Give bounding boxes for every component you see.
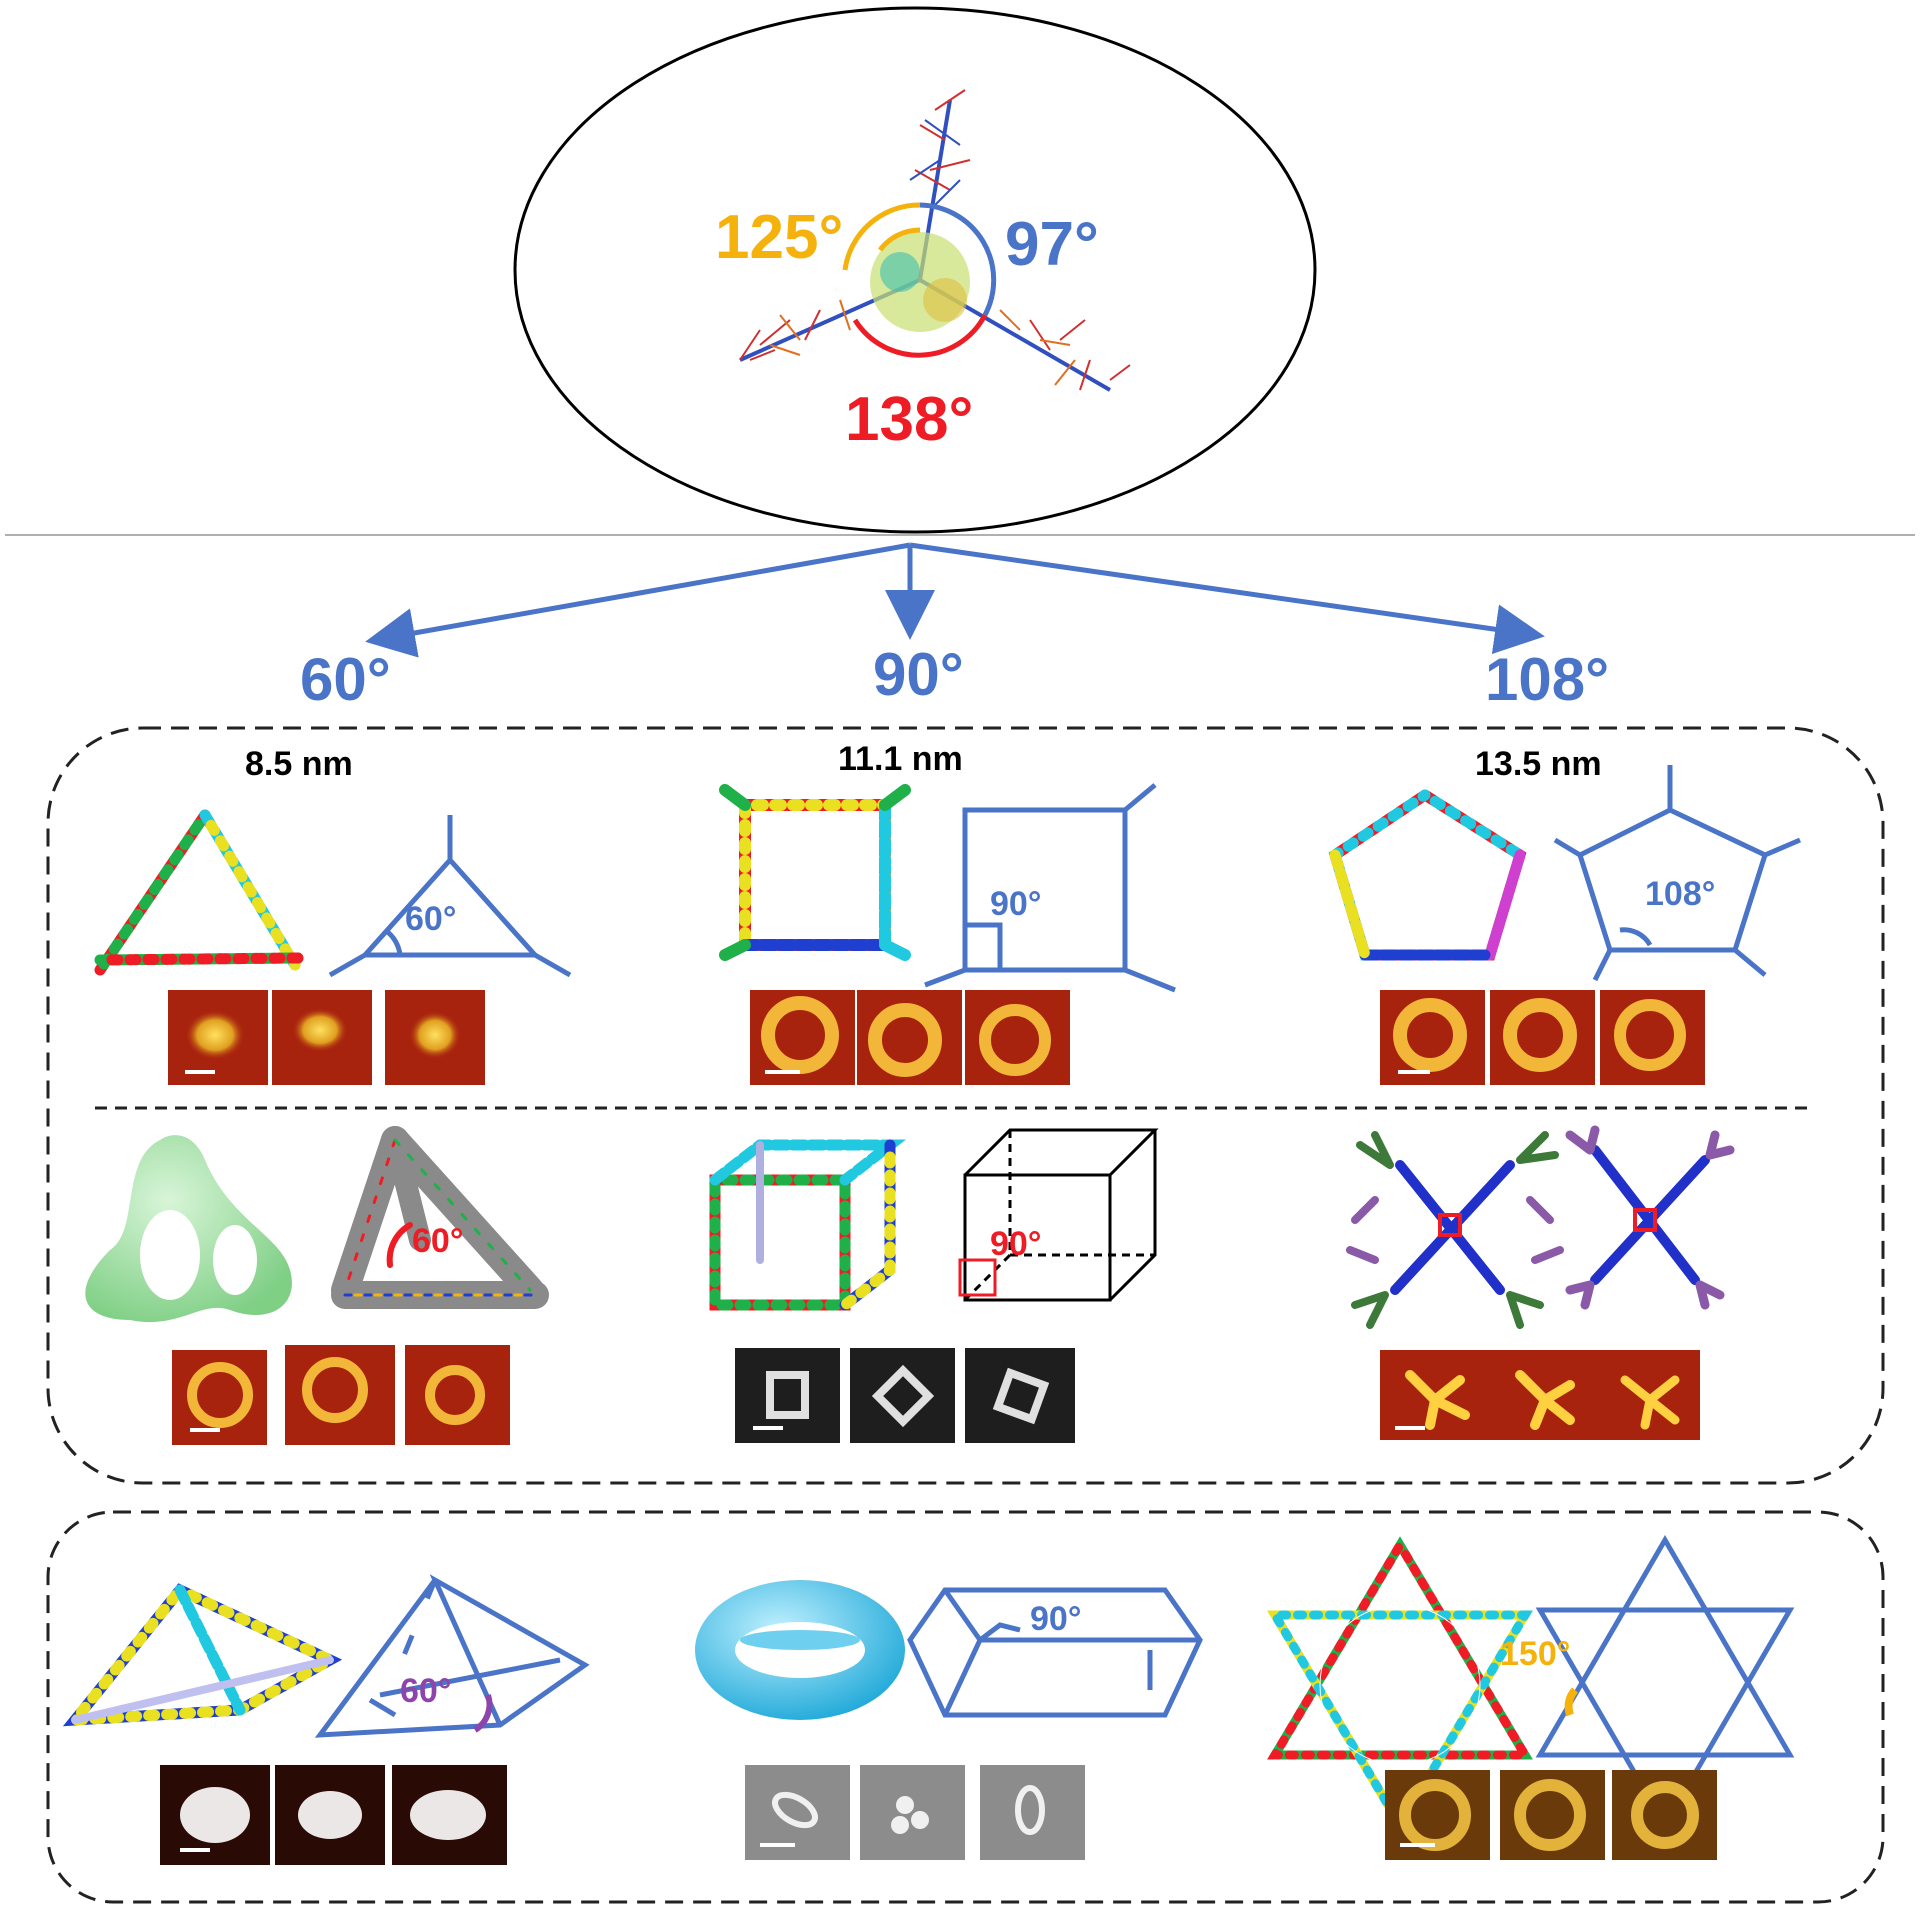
cube-dna-model: [709, 1139, 907, 1311]
afm-images-square: [750, 990, 1070, 1085]
tetrahedron-helix-model: [331, 1126, 549, 1309]
star-dna-model: [1267, 1536, 1533, 1834]
arrow-right: [909, 542, 1545, 655]
pentagon-dna-model: [1328, 788, 1527, 961]
pyramid-schematic: [314, 1574, 590, 1738]
prism-density-map: [695, 1580, 905, 1720]
cross-structure-a: [1346, 1131, 1564, 1329]
angle-138-arc: [852, 313, 988, 358]
planar-structures-box: [46, 726, 1885, 1485]
shape-angle-label: 108°: [1645, 875, 1715, 913]
three-way-junction-structure: [739, 89, 1131, 392]
size-label: 11.1 nm: [838, 740, 963, 778]
square-schematic: [924, 783, 1176, 993]
junction-ellipse: [513, 6, 1317, 534]
prism-angle-label: 90°: [1030, 1600, 1081, 1638]
tetrahedron-density-map: [85, 1135, 292, 1323]
junction-angle-label: 125°: [715, 203, 843, 272]
junction-angle-label: 97°: [1005, 210, 1099, 279]
arrow-left: [365, 542, 911, 658]
size-label: 13.5 nm: [1475, 745, 1602, 783]
branch-angle-label: 60°: [300, 646, 391, 713]
cube-angle-label: 90°: [990, 1225, 1041, 1263]
branch-angle-label: 90°: [873, 641, 964, 708]
cube-schematic: [958, 1128, 1159, 1302]
afm-images-pyramid: [160, 1765, 507, 1865]
afm-images-triangle: [168, 990, 485, 1085]
afm-images-pentagon: [1380, 990, 1705, 1085]
junction-angle-label: 138°: [845, 385, 973, 454]
star-angle-label: 150°: [1500, 1635, 1570, 1673]
pyramid-dna-model: [62, 1583, 343, 1727]
3d-structures-box: [46, 1510, 1885, 1904]
angle-97-arc: [919, 202, 997, 317]
branch-arrows: [365, 542, 1545, 658]
prism-schematic: [907, 1587, 1203, 1718]
size-label: 8.5 nm: [245, 745, 353, 783]
pyramid-angle-label: 60°: [400, 1672, 451, 1710]
em-images-prism: [745, 1765, 1085, 1860]
shape-angle-label: 90°: [990, 885, 1041, 923]
triangle-schematic: [328, 815, 572, 978]
shape-angle-label: 60°: [405, 900, 456, 938]
triangle-dna-model: [94, 809, 304, 976]
angle-125-arc: [878, 227, 921, 252]
branch-angle-label: 108°: [1485, 646, 1609, 713]
junction-panel: 125° 97° 138°: [513, 6, 1317, 534]
afm-images-tetrahedron: [172, 1345, 510, 1445]
afm-images-star: [1385, 1770, 1717, 1860]
afm-images-cross: [1380, 1350, 1700, 1440]
square-dna-model: [719, 784, 911, 961]
em-images-cube: [735, 1348, 1075, 1443]
pentagon-schematic: [1553, 765, 1801, 982]
star-schematic: [1535, 1535, 1795, 1830]
cross-structure-b: [1565, 1125, 1735, 1310]
tetra-angle-label: 60°: [412, 1222, 463, 1260]
